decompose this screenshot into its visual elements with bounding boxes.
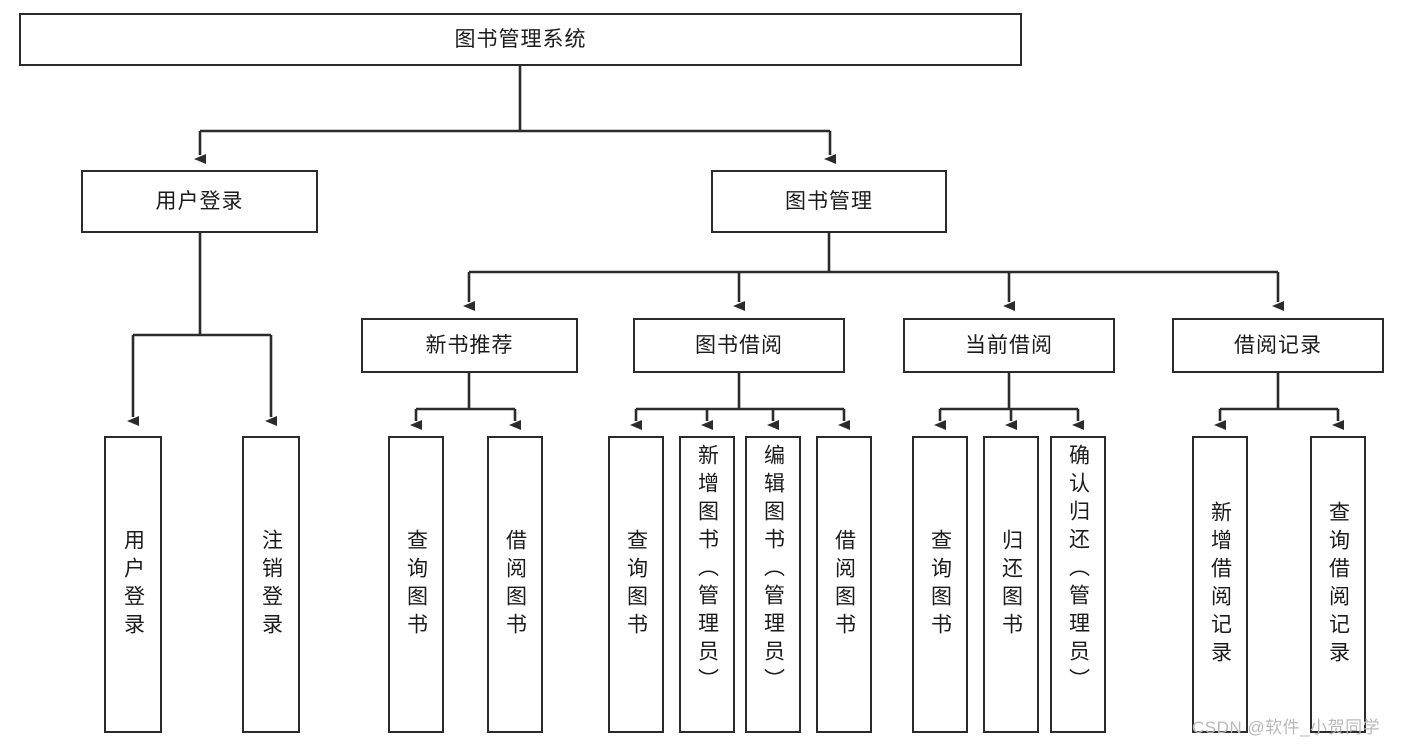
- leaf-user-login-label: 用户登录: [121, 528, 145, 641]
- leaf-confirm-return-label: 确认归还（管理员）: [1066, 444, 1090, 696]
- leaf-query-book-3[interactable]: 查询图书: [912, 436, 968, 733]
- leaf-logout-label: 注销登录: [259, 528, 283, 641]
- leaf-query-book-3-label: 查询图书: [928, 528, 952, 641]
- node-user-login[interactable]: 用户登录: [81, 170, 318, 233]
- leaf-borrow-book-1-label: 借阅图书: [503, 528, 527, 641]
- leaf-query-book-1[interactable]: 查询图书: [388, 436, 444, 733]
- leaf-user-login[interactable]: 用户登录: [104, 436, 162, 733]
- leaf-add-book[interactable]: 新增图书（管理员）: [679, 436, 735, 733]
- node-book-manage-label: 图书管理: [785, 189, 873, 213]
- leaf-add-book-label: 新增图书（管理员）: [695, 444, 719, 696]
- leaf-edit-book[interactable]: 编辑图书（管理员）: [745, 436, 801, 733]
- leaf-query-book-2-label: 查询图书: [624, 528, 648, 641]
- leaf-add-record[interactable]: 新增借阅记录: [1192, 436, 1248, 733]
- leaf-query-record[interactable]: 查询借阅记录: [1310, 436, 1366, 733]
- node-book-manage[interactable]: 图书管理: [711, 170, 947, 233]
- leaf-borrow-book-1[interactable]: 借阅图书: [487, 436, 543, 733]
- node-new-book-recommend-label: 新书推荐: [425, 333, 514, 357]
- node-user-login-label: 用户登录: [155, 189, 244, 213]
- node-book-borrow[interactable]: 图书借阅: [633, 318, 845, 373]
- node-new-book-recommend[interactable]: 新书推荐: [361, 318, 578, 373]
- csdn-watermark: CSDN @软件_小贺同学: [1192, 718, 1381, 737]
- leaf-logout[interactable]: 注销登录: [242, 436, 300, 733]
- node-current-borrow[interactable]: 当前借阅: [903, 318, 1115, 373]
- leaf-add-record-label: 新增借阅记录: [1208, 500, 1232, 669]
- node-current-borrow-label: 当前借阅: [965, 333, 1053, 357]
- leaf-borrow-book-2[interactable]: 借阅图书: [816, 436, 872, 733]
- leaf-borrow-book-2-label: 借阅图书: [832, 528, 856, 641]
- leaf-query-book-2[interactable]: 查询图书: [608, 436, 664, 733]
- leaf-return-book[interactable]: 归还图书: [983, 436, 1039, 733]
- node-borrow-record[interactable]: 借阅记录: [1172, 318, 1384, 373]
- node-book-borrow-label: 图书借阅: [695, 333, 783, 357]
- leaf-return-book-label: 归还图书: [999, 528, 1023, 641]
- node-root[interactable]: 图书管理系统: [19, 13, 1022, 66]
- node-borrow-record-label: 借阅记录: [1234, 333, 1322, 357]
- node-root-label: 图书管理系统: [454, 27, 587, 51]
- leaf-query-record-label: 查询借阅记录: [1326, 500, 1350, 669]
- leaf-query-book-1-label: 查询图书: [404, 528, 428, 641]
- leaf-confirm-return[interactable]: 确认归还（管理员）: [1050, 436, 1106, 733]
- leaf-edit-book-label: 编辑图书（管理员）: [761, 444, 785, 696]
